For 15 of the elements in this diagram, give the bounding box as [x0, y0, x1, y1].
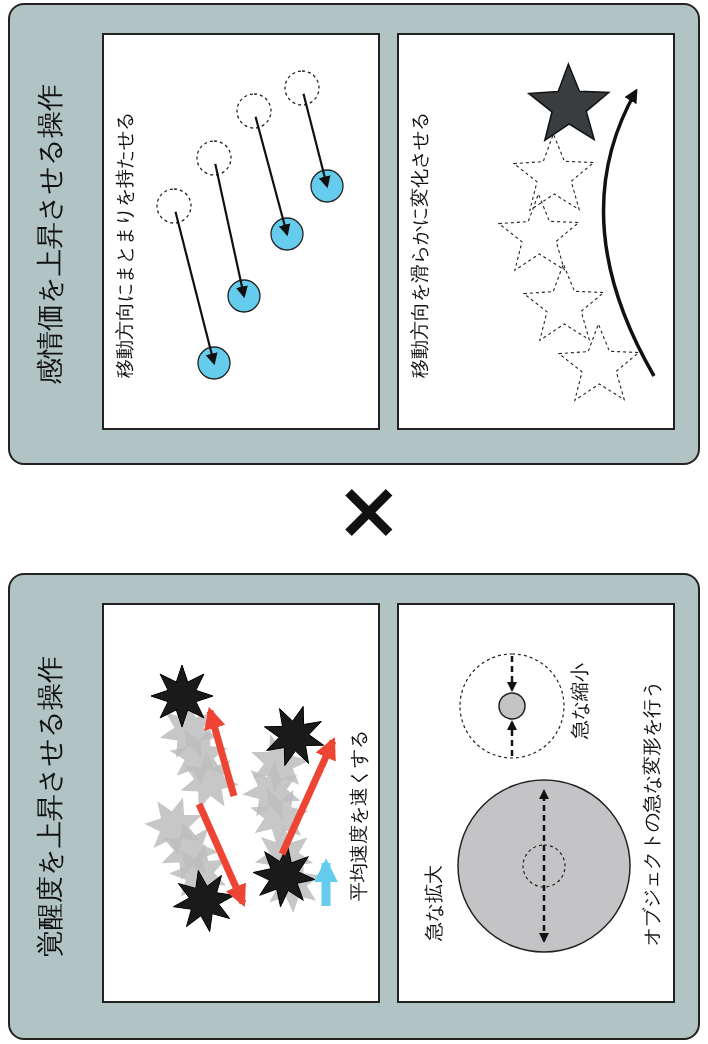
panel-label: 移動方向を滑らかに変化させる — [407, 112, 431, 378]
illustration-panel — [397, 603, 675, 1003]
panel-title: 覚醒度を上昇させる操作 — [33, 656, 66, 957]
group-panel — [8, 3, 700, 465]
multiply-sign: × — [320, 478, 413, 546]
panel-title: 感情価を上昇させる操作 — [33, 83, 66, 385]
panel-label: 移動方向にまとまりを持たせる — [112, 112, 136, 378]
group-panel — [8, 573, 700, 1040]
illustration-panel — [102, 33, 380, 430]
panel-label: 平均速度を速くする — [346, 730, 370, 901]
panel-label: オブジェクトの急な変形を行う — [639, 680, 663, 946]
shape-label: 急な縮小 — [567, 663, 591, 739]
illustration-panel — [397, 33, 675, 430]
illustration-panel — [102, 603, 380, 1003]
shape-label: 急な拡大 — [421, 865, 445, 941]
